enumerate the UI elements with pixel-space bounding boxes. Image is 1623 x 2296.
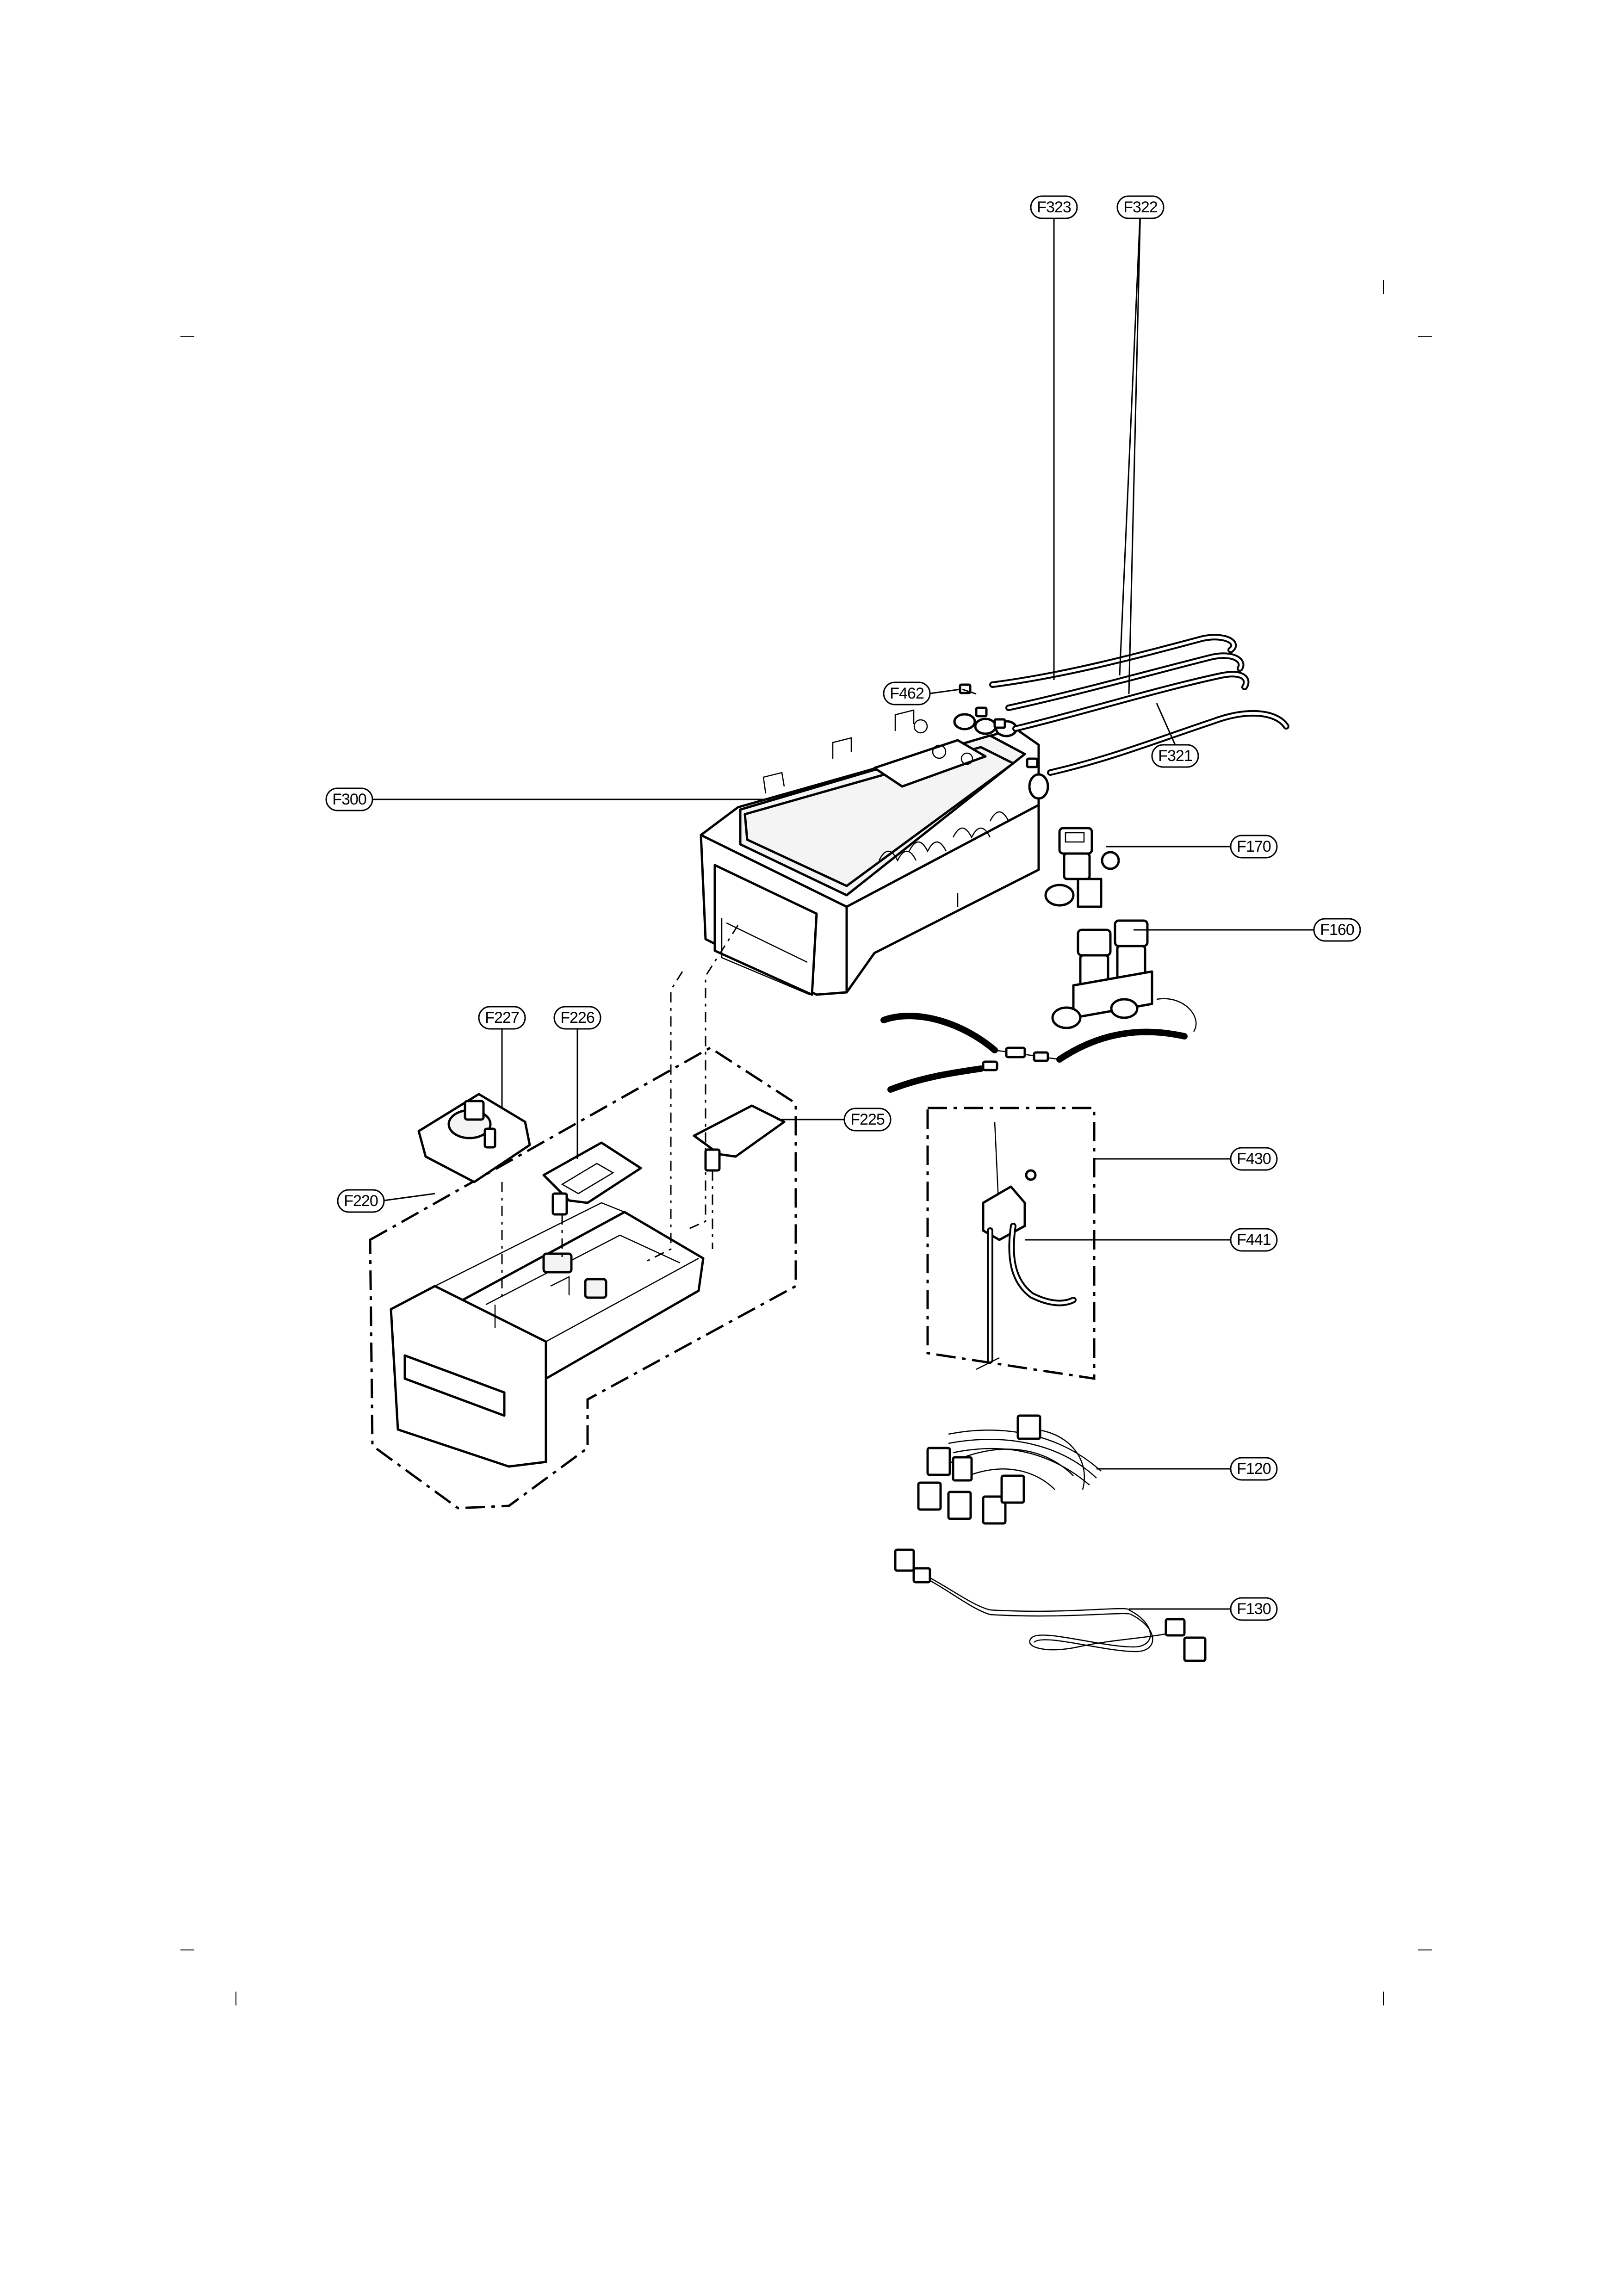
sub-harness xyxy=(894,1548,1207,1662)
leader-lines xyxy=(372,207,1314,1610)
callout-F323: F323 xyxy=(1030,195,1078,219)
callout-label: F300 xyxy=(332,791,366,808)
callout-F226: F226 xyxy=(553,1006,601,1030)
wiring-harness xyxy=(917,1414,1102,1525)
callout-label: F160 xyxy=(1320,921,1354,939)
connector-hose xyxy=(880,1013,1188,1093)
dispenser-drawer xyxy=(390,1202,705,1468)
softener-insert xyxy=(542,1141,642,1216)
callout-label: F120 xyxy=(1237,1460,1271,1478)
detergent-insert xyxy=(693,1104,786,1172)
callout-label: F226 xyxy=(560,1009,595,1027)
breather-hose xyxy=(976,1121,1077,1370)
inlet-valve-double xyxy=(1051,919,1197,1032)
crop-marks xyxy=(180,280,1432,2005)
callout-label: F323 xyxy=(1037,198,1071,216)
alignment-lines xyxy=(501,925,739,1300)
callout-F130: F130 xyxy=(1230,1597,1278,1621)
callout-F160: F160 xyxy=(1313,918,1361,942)
callout-label: F170 xyxy=(1237,838,1271,855)
callout-label: F322 xyxy=(1123,198,1158,216)
siphon-cap xyxy=(417,1093,531,1183)
callout-F225: F225 xyxy=(843,1108,892,1132)
dispenser-housing xyxy=(700,709,1049,996)
callout-F430: F430 xyxy=(1230,1147,1278,1171)
callout-F322: F322 xyxy=(1116,195,1165,219)
drawer-assembly-boundary xyxy=(369,1046,797,1510)
callout-label: F227 xyxy=(485,1009,519,1027)
callout-F220: F220 xyxy=(337,1189,385,1213)
callout-F120: F120 xyxy=(1230,1457,1278,1481)
callout-label: F220 xyxy=(344,1192,378,1210)
breather-assembly-boundary xyxy=(926,1107,1096,1380)
callout-F321: F321 xyxy=(1151,744,1199,768)
callout-label: F321 xyxy=(1158,747,1192,765)
callout-F462: F462 xyxy=(883,681,960,706)
callout-F441: F441 xyxy=(1230,1228,1278,1252)
callout-label: F130 xyxy=(1237,1600,1271,1618)
callout-label: F430 xyxy=(1237,1150,1271,1168)
callout-F170: F170 xyxy=(1230,835,1278,859)
callout-F227: F227 xyxy=(478,1006,526,1030)
callout-label: F441 xyxy=(1237,1231,1271,1249)
supply-hoses xyxy=(989,634,1289,776)
callout-label: F462 xyxy=(890,685,924,702)
callout-label: F225 xyxy=(850,1111,885,1128)
inlet-valve-single xyxy=(1044,827,1120,908)
callout-F300: F300 xyxy=(325,787,373,811)
